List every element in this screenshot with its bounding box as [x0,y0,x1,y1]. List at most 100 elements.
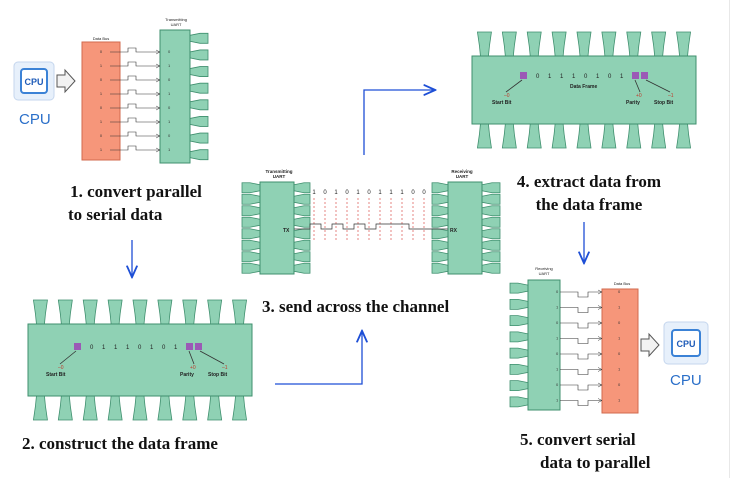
chip-pin-top [132,299,148,325]
uart-pin [293,193,311,205]
bus-bit-label: 1 [618,398,621,403]
chip-pin-bottom [526,123,542,149]
bus-bit-label: 0 [100,105,103,110]
channel-bit: 1 [356,190,360,196]
bus-wire-arrow [155,147,161,153]
bus-wire [560,291,602,298]
bus-wire-arrow [597,398,603,403]
start-value: –0 [58,365,64,371]
cpu-left-chip-text: CPU [24,77,43,87]
rx-uart-label: Receiving [535,266,553,271]
uart-pin [189,116,209,127]
chip-pin-top [32,299,48,325]
chip-pin-bottom [82,395,98,421]
frame-bit: 1 [150,345,154,351]
uart-bit-label: 1 [556,398,559,403]
bus-bit-label: 1 [100,91,103,96]
chip-pin-top [501,31,517,57]
uart-bit-label: 1 [556,305,559,310]
chip-pin-bottom [207,395,223,421]
bus-bit-label: 1 [618,336,621,341]
channel-bit: 0 [411,190,415,196]
uart-pin [241,182,261,194]
tx-uart-title: Transmitting [265,169,292,174]
cpu-right-arrow-icon [640,332,660,358]
uart-pin [509,347,529,359]
uart-pin [293,182,311,194]
uart-bit-label: 1 [168,119,171,124]
bus-bit-label: 0 [618,351,621,356]
frame-bit: 0 [90,345,94,351]
step-2-title: 2. construct the data frame [22,434,218,453]
uart-body [527,279,561,411]
tx-uart-label-2: UART [171,22,182,27]
stop-bit-marker [195,343,202,350]
chip-pin-bottom [651,123,667,149]
frame-bit: 0 [138,345,142,351]
channel-bit: 0 [323,190,327,196]
uart-pin [189,132,209,144]
chip-pin-top [576,31,592,57]
tx-uart-label: Transmitting [165,17,187,22]
uart-pin [509,380,529,392]
step-5-title: 5. convert serial data to parallel [520,430,651,472]
chip-pin-bottom [157,395,173,421]
chip-pin-top [157,299,173,325]
uart-pin [189,149,209,161]
frame-bit: 1 [102,345,106,351]
start-bit-marker [520,72,527,79]
uart-pin [241,193,261,205]
chip-pin-top [601,31,617,57]
uart-bit-label: 0 [168,49,171,54]
uart-pin [481,193,501,205]
chip-pin-bottom [626,123,642,149]
bus-wire [110,75,160,81]
chip-pin-bottom [476,123,492,149]
uart-pin [241,262,261,274]
uart-bit-label: 0 [556,320,559,325]
uart-pin [481,239,501,251]
channel-bit: 0 [367,190,371,196]
cpu-right-label: CPU [670,372,702,389]
bus-wire [560,384,602,391]
uart-pin [293,228,311,240]
tx-pin-label: TX [283,228,290,234]
data-bus-label-right: Data Bus [614,281,630,286]
parity-pointer [634,79,641,93]
uart-bit-label: 0 [168,77,171,82]
frame-bit: 1 [114,345,118,351]
bus-wire [560,400,602,406]
uart-pin [189,66,209,77]
serial-waveform [294,223,448,230]
cpu-left-arrow-icon [56,68,76,94]
frame-bit: 0 [536,74,540,80]
frame-bit: 0 [608,74,612,80]
bus-wire [110,103,160,109]
uart-bit-label: 1 [168,63,171,68]
start-bit-label: Start Bit [46,372,66,378]
bus-wire [110,145,160,151]
uart-pin [509,298,529,310]
rx-pin-label: RX [450,228,458,234]
frame-bit: 1 [572,74,576,80]
chip-pin-top [651,31,667,57]
frame-bit: 1 [174,345,178,351]
uart-pin [481,228,501,240]
uart-pin [241,216,261,228]
uart-pin [431,262,449,274]
bus-wire-arrow [155,91,161,97]
parity-value: +0 [190,365,196,371]
uart-pin [431,251,449,263]
chip-body [27,323,253,397]
stop-bit-label: Stop Bit [654,100,673,106]
data-bus-bar [81,41,121,161]
bus-bit-label: 0 [100,49,103,54]
chip-pin-bottom [601,123,617,149]
stop-value: –1 [222,365,228,371]
rx-uart-title-2: UART [456,174,469,179]
stop-bit-label: Stop Bit [208,372,227,378]
uart-bit-label: 1 [168,147,171,152]
bus-wire [560,322,602,329]
